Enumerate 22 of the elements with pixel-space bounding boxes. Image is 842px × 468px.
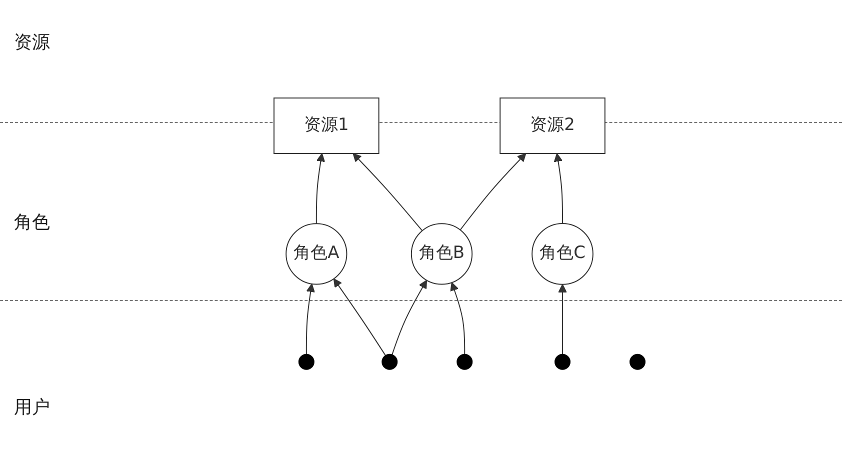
node-circle: 角色A: [286, 223, 348, 286]
node-person: [382, 354, 398, 370]
node-person: [457, 354, 474, 370]
node-person: [298, 354, 315, 370]
arrow: [334, 278, 387, 356]
arrow: [450, 282, 466, 356]
tier-label: 用户: [14, 396, 50, 419]
node-circle: 角色B: [411, 223, 474, 286]
arrow: [316, 153, 326, 224]
tier-label: 资源: [14, 31, 50, 54]
tier-label: 角色: [14, 211, 50, 234]
node-circle: 角色C: [532, 223, 594, 286]
arrow: [460, 153, 527, 231]
node-person: [630, 354, 646, 370]
arrow: [558, 284, 568, 356]
arrow: [554, 153, 564, 224]
arrow: [392, 280, 428, 356]
arrow: [306, 284, 316, 356]
node-box: 资源2: [500, 98, 606, 154]
arrow: [353, 153, 424, 232]
node-box: 资源1: [274, 98, 380, 154]
node-person: [555, 354, 571, 370]
